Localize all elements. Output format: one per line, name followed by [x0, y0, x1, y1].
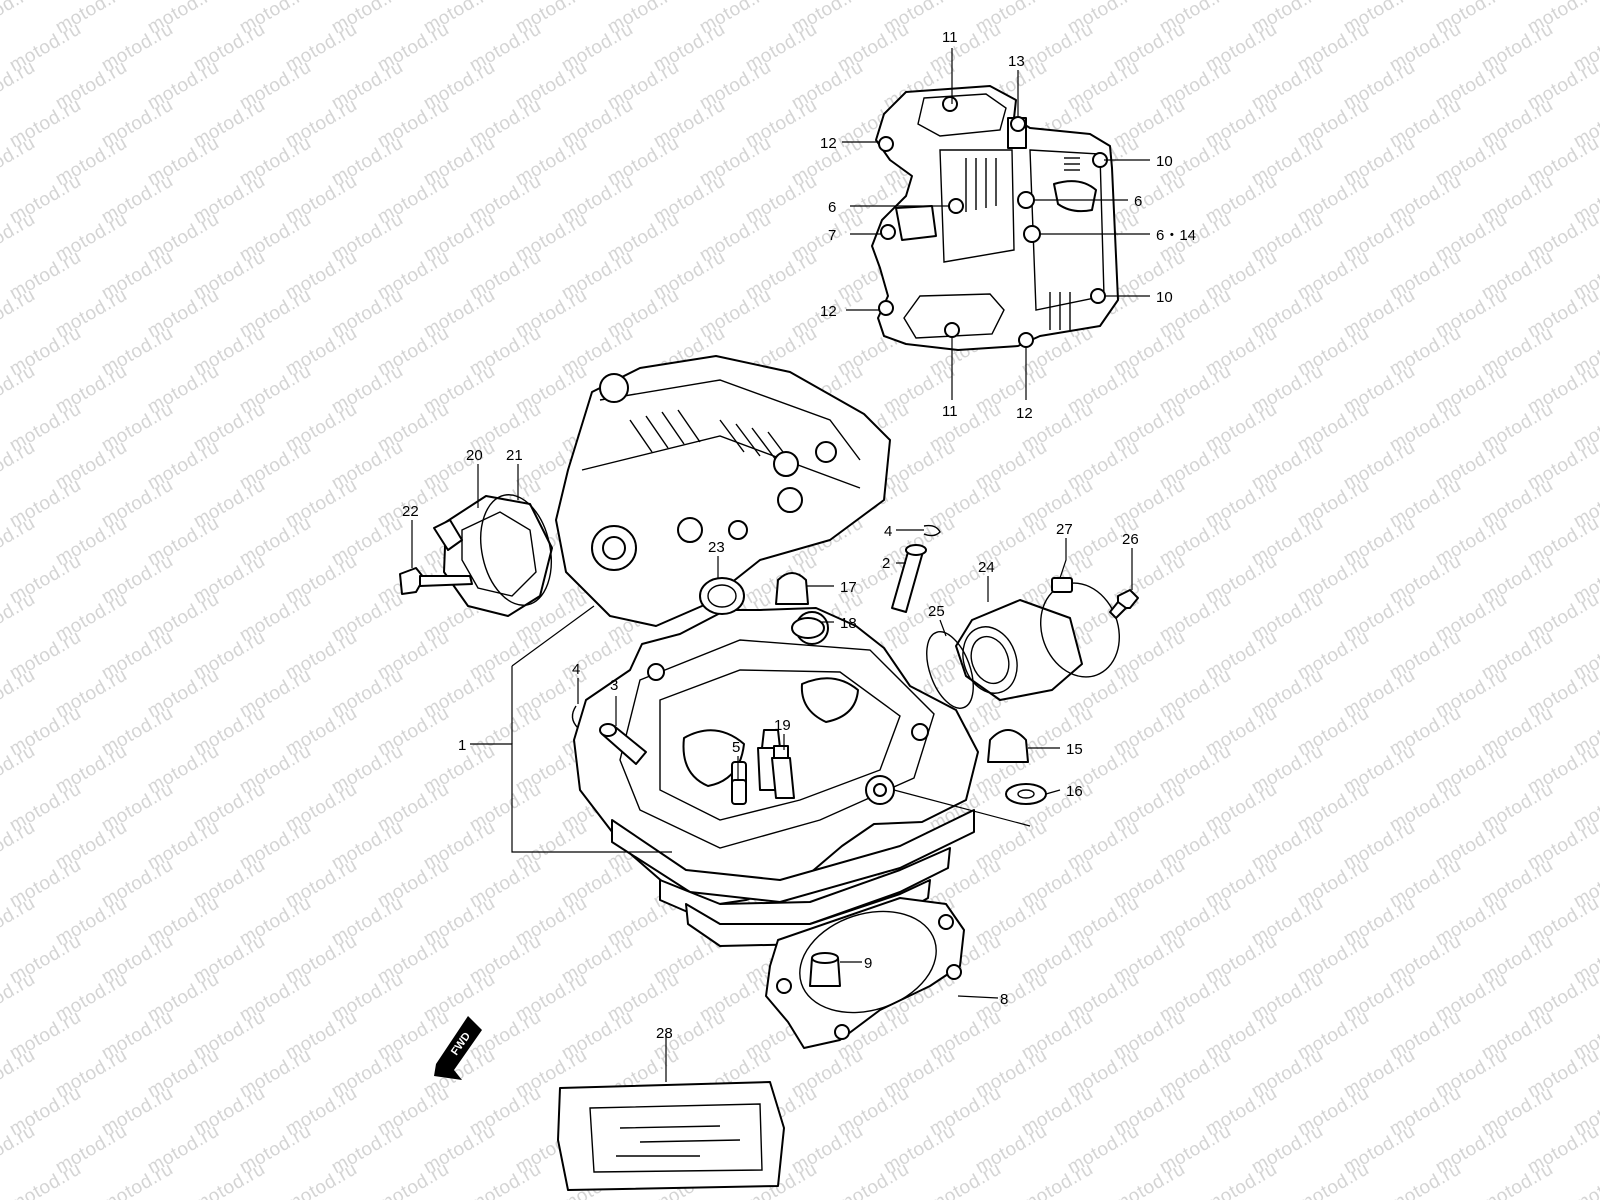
- callout-4-a: 4: [884, 523, 892, 540]
- callout-19: 19: [774, 717, 791, 734]
- callout-13: 13: [1008, 53, 1025, 70]
- callout-28: 28: [656, 1025, 673, 1042]
- callout-11-bottom: 11: [942, 403, 958, 420]
- callout-12-b: 12: [820, 303, 837, 320]
- callout-5: 5: [732, 739, 740, 756]
- intake-pipe-24: [955, 599, 1083, 701]
- callout-27: 27: [1056, 521, 1073, 538]
- callout-labels: 11 13 12 10 6 6 7 6・14 12 10 11 12 20 21…: [402, 29, 1196, 1042]
- cylinder-fin-group: [611, 809, 975, 947]
- callout-16: 16: [1066, 783, 1083, 800]
- leader-lines: [411, 48, 1150, 1082]
- cap-nut-15: [987, 729, 1029, 763]
- o-ring-21: [480, 494, 552, 606]
- callout-22: 22: [402, 503, 419, 520]
- callout-24: 24: [978, 559, 995, 576]
- callout-12-a: 12: [820, 135, 837, 152]
- valve-inspection-cap: [433, 495, 553, 617]
- callout-8: 8: [1000, 991, 1008, 1008]
- head-fin-group: [629, 409, 793, 465]
- screw-26: [1109, 589, 1139, 619]
- callout-26: 26: [1122, 531, 1139, 548]
- cover-rib-group: [965, 157, 1080, 330]
- callout-17: 17: [840, 579, 857, 596]
- circlip-4-top: [923, 524, 941, 537]
- cap-nut-17: [775, 572, 809, 605]
- dowel-5: [731, 779, 747, 805]
- head-cover-underside: [871, 85, 1119, 351]
- callout-2: 2: [882, 555, 890, 572]
- callout-7: 7: [828, 227, 836, 244]
- callout-21: 21: [506, 447, 523, 464]
- callout-6-a: 6: [828, 199, 836, 216]
- o-ring-25: [926, 631, 974, 709]
- callout-11-top: 11: [942, 29, 958, 46]
- callout-10-a: 10: [1156, 153, 1173, 170]
- callout-15: 15: [1066, 741, 1083, 758]
- callout-25: 25: [928, 603, 945, 620]
- bolt-22: [399, 567, 473, 595]
- callout-10-b: 10: [1156, 289, 1173, 306]
- callout-18: 18: [840, 615, 857, 632]
- o-ring-23: [699, 577, 745, 615]
- circlip-4-left: [571, 705, 579, 729]
- washer-18: [791, 617, 825, 639]
- valve-guide-2: [891, 544, 927, 613]
- callout-6-b: 6: [1134, 193, 1142, 210]
- head-gasket-8: [765, 897, 965, 1049]
- sealant-28: [557, 1081, 785, 1191]
- valve-guide-3: [599, 723, 647, 765]
- callout-20: 20: [466, 447, 483, 464]
- callout-12-c: 12: [1016, 405, 1033, 422]
- washer-16: [1005, 783, 1047, 805]
- callout-23: 23: [708, 539, 725, 556]
- head-upper-assembly: [555, 355, 891, 627]
- dowel-9: [809, 952, 841, 987]
- callout-6-14: 6・14: [1156, 227, 1196, 244]
- callout-9: 9: [864, 955, 872, 972]
- callout-3: 3: [610, 677, 618, 694]
- callout-4-b: 4: [572, 661, 580, 678]
- fwd-arrow-icon: FWD: [434, 1016, 482, 1080]
- callout-1: 1: [458, 737, 466, 754]
